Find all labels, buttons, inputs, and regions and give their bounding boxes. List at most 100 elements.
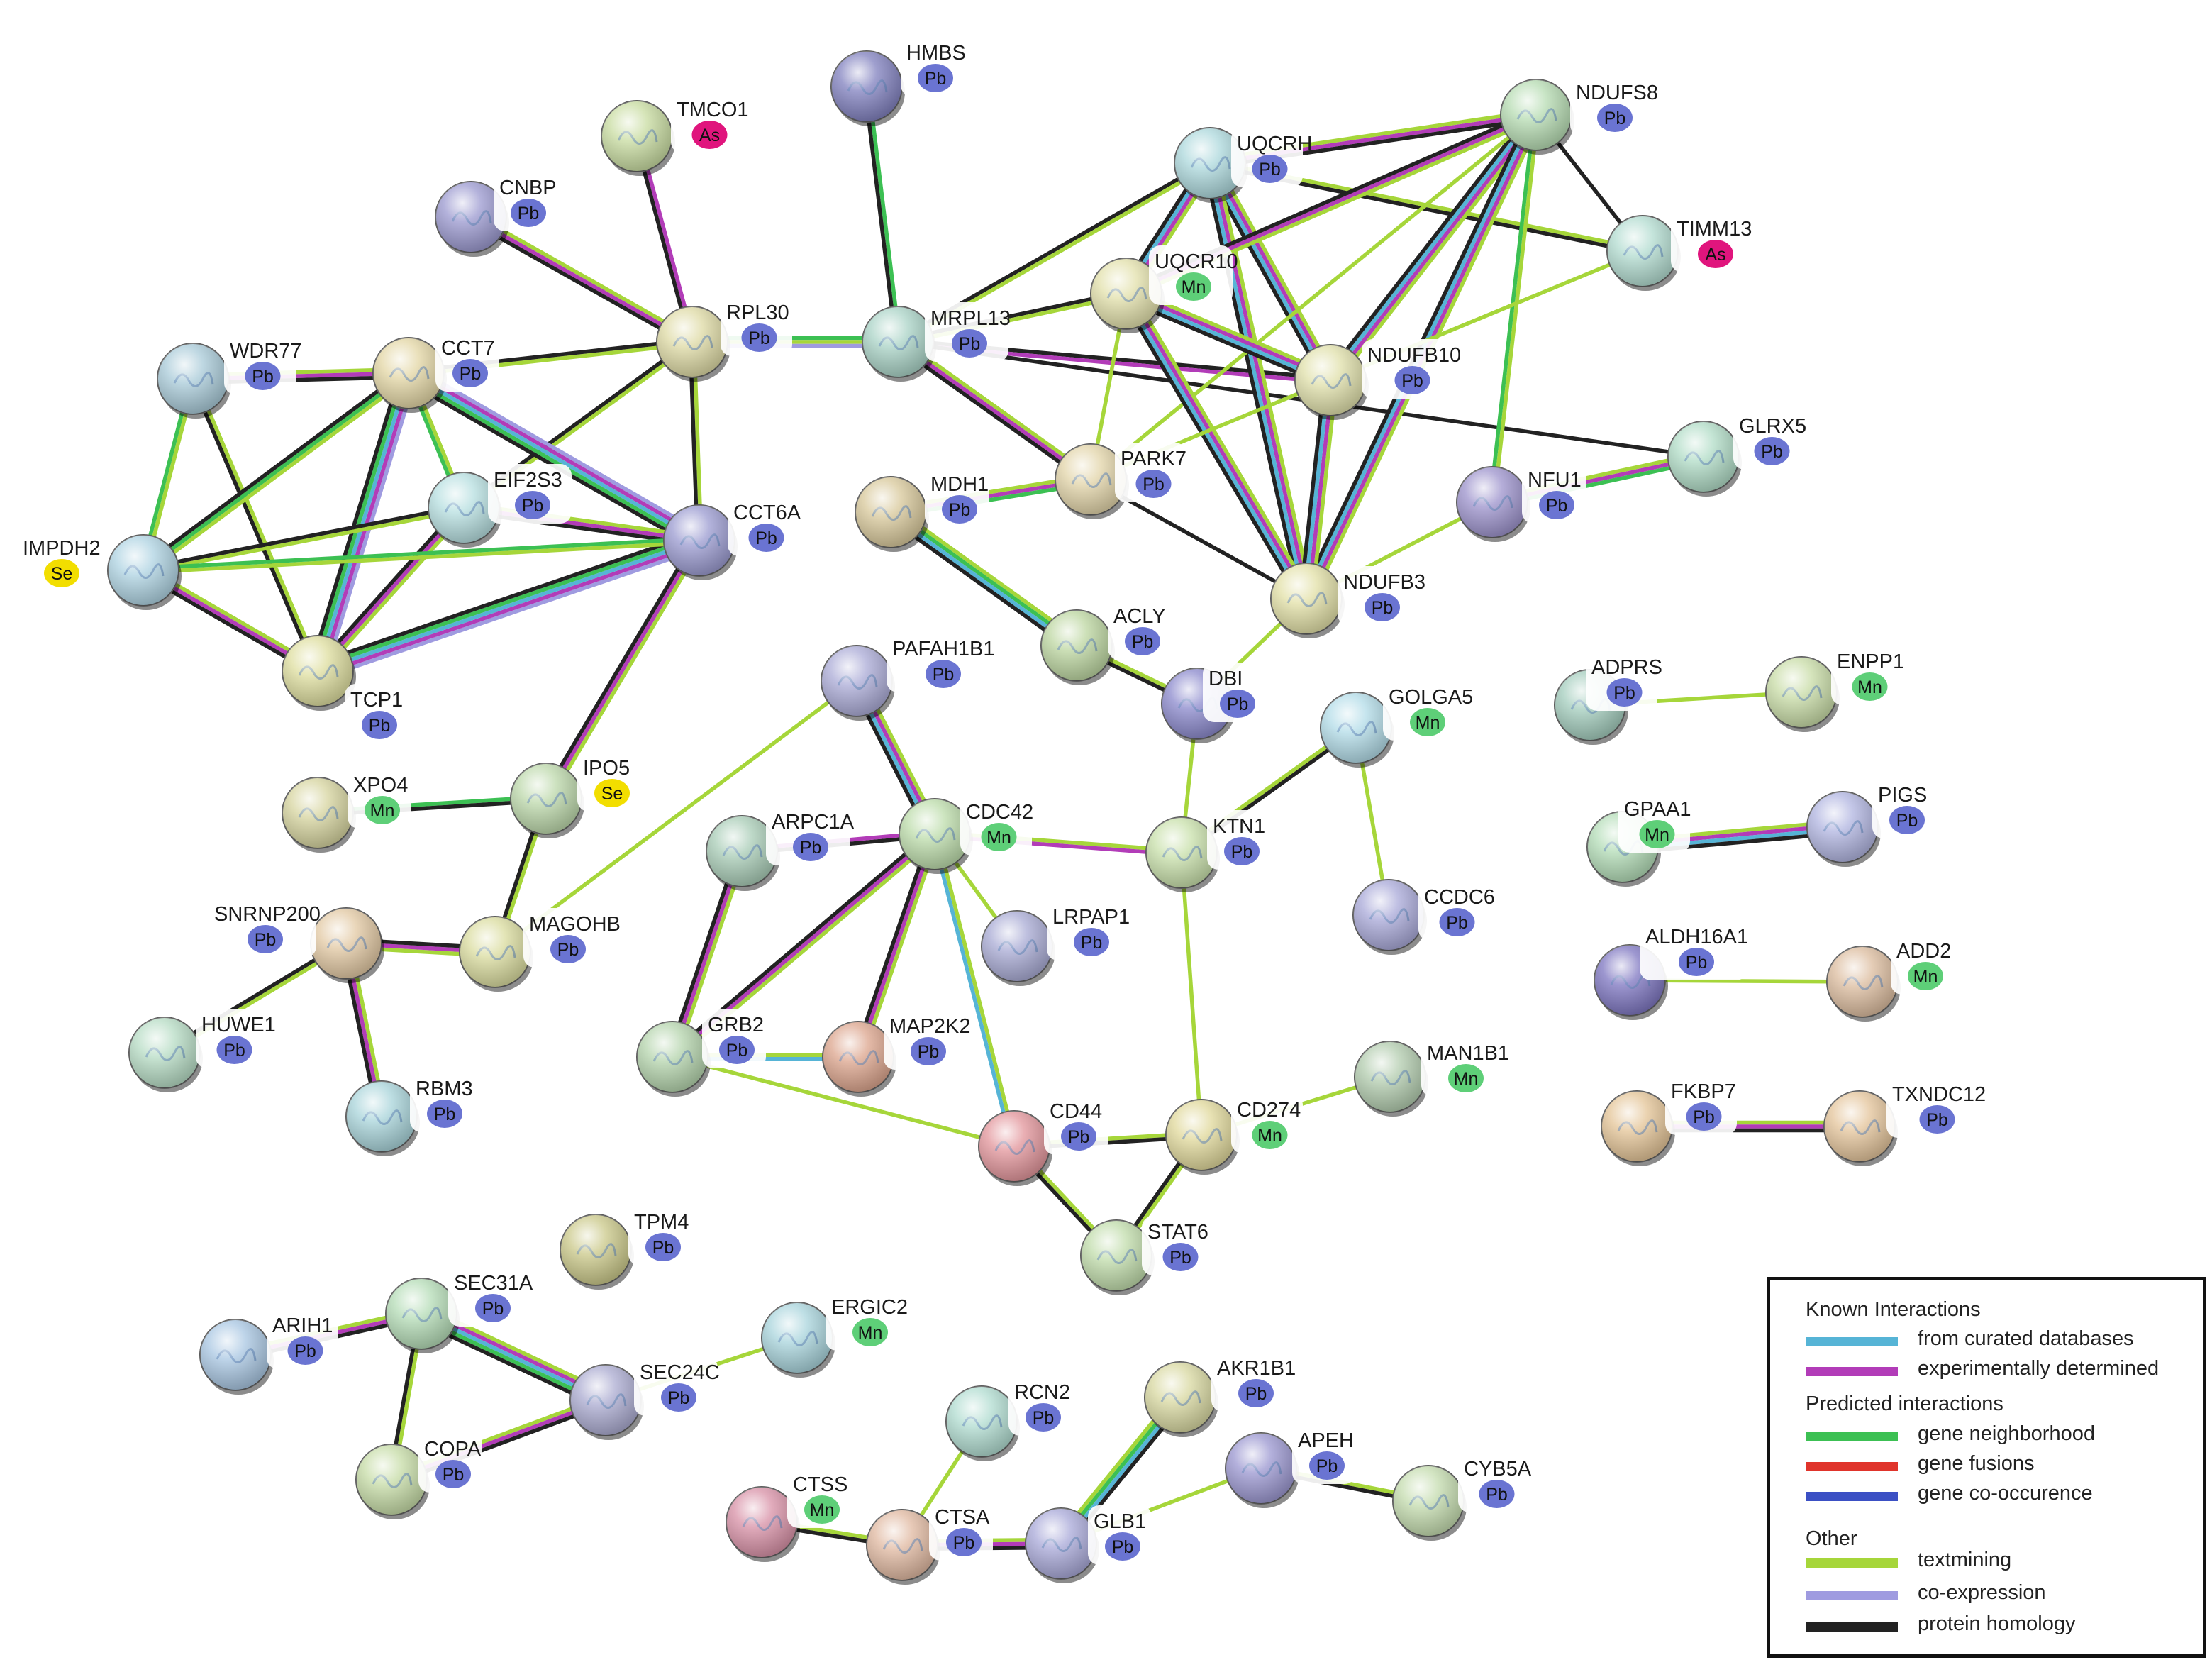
element-badge (691, 121, 728, 149)
element-badge (362, 711, 397, 739)
edge-evidence-neighborhood (311, 370, 407, 672)
sphere-highlight (726, 1487, 797, 1558)
sphere-highlight (1041, 610, 1112, 681)
edge-evidence-homology (862, 84, 899, 345)
element-badge (1597, 104, 1633, 132)
node-label: MAP2K2 (889, 1015, 970, 1038)
sphere-highlight (1766, 657, 1837, 728)
edge-evidence-textmining (1129, 289, 1313, 598)
sphere-highlight (1166, 1100, 1237, 1170)
edge-evidence-textmining (1310, 379, 1338, 602)
edge-ktn1-cd274 (1179, 851, 1204, 1137)
element-badge-label: Pb (1446, 913, 1468, 933)
legend-label: experimentally determined (1918, 1357, 2160, 1380)
sphere-highlight (1174, 128, 1245, 199)
element-badge-label: Pb (748, 328, 770, 348)
sphere-highlight (1355, 1041, 1425, 1112)
edge-evidence-textmining (1179, 851, 1204, 1137)
node-label: LRPAP1 (1052, 906, 1130, 929)
element-badge-label: Pb (1486, 1485, 1508, 1505)
edge-evidence-experimental (544, 538, 701, 801)
sphere-highlight (1501, 79, 1572, 150)
element-badge (44, 559, 79, 587)
element-badge (1176, 272, 1211, 301)
edge-evidence-experimental (896, 340, 1093, 482)
legend-label: gene fusions (1918, 1452, 2035, 1475)
edge-evidence-curated (1206, 162, 1331, 384)
edge-evidence-experimental (1306, 378, 1335, 602)
element-badge (645, 1233, 681, 1261)
element-badge (511, 199, 546, 227)
sphere-highlight (862, 306, 933, 377)
element-badge (918, 64, 953, 92)
edge-evidence-experimental (408, 367, 704, 539)
element-badge-label: Mn (1454, 1069, 1479, 1089)
edge-evidence-textmining (547, 541, 705, 803)
element-badge-label: Pb (255, 930, 277, 950)
